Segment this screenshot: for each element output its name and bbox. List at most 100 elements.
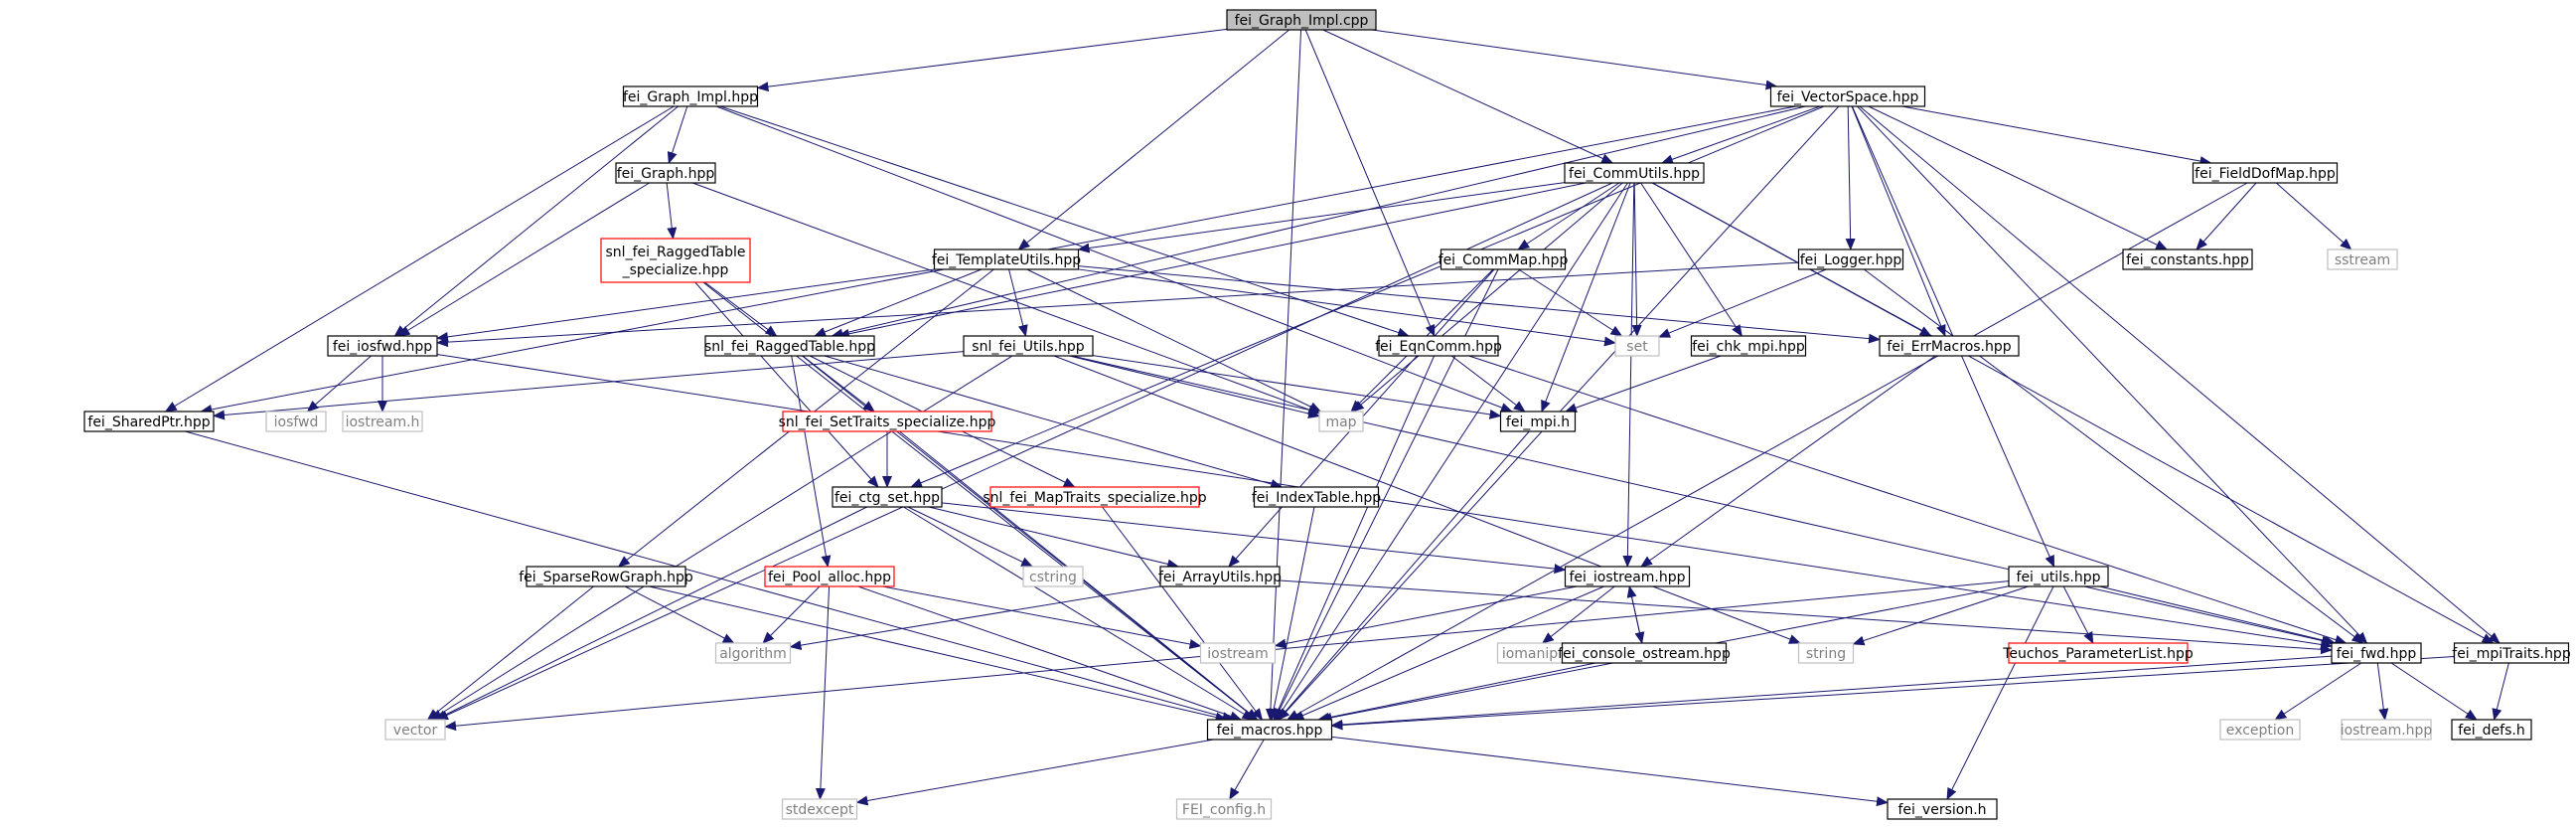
node-set[interactable]: set (1614, 335, 1660, 357)
node-box (1561, 642, 1728, 664)
node-box (2219, 719, 2301, 741)
node-iosfwd_hpp[interactable]: fei_iosfwd.hpp (327, 335, 438, 357)
node-vector[interactable]: vector (384, 719, 446, 741)
node-box (1318, 411, 1364, 432)
node-pool_alloc[interactable]: fei_Pool_alloc.hpp (764, 566, 895, 587)
node-label: snl_fei_Utils.hpp (972, 339, 1085, 355)
node-constants[interactable]: fei_constants.hpp (2122, 248, 2253, 270)
node-settraits[interactable]: snl_fei_SetTraits_specialize.hpp (779, 411, 996, 432)
edge-iostream_hpp-to-iostream (1274, 585, 1578, 649)
node-console_ostream[interactable]: fei_console_ostream.hpp (1558, 642, 1731, 664)
edge-ctg_set-to-macros (903, 506, 1255, 721)
node-box (2341, 719, 2432, 741)
node-label: fei_SparseRowGraph.hpp (519, 570, 693, 585)
node-maptraits[interactable]: snl_fei_MapTraits_specialize.hpp (983, 486, 1207, 508)
node-mpitraits[interactable]: fei_mpiTraits.hpp (2452, 642, 2571, 664)
node-snl_ragged[interactable]: snl_fei_RaggedTable.hpp (704, 335, 875, 357)
edge-commutils-to-snl_ragged (836, 182, 1587, 339)
node-graph_impl_hpp[interactable]: fei_Graph_Impl.hpp (622, 85, 758, 107)
node-ctg_set[interactable]: fei_ctg_set.hpp (832, 486, 943, 508)
node-fielddofmap[interactable]: fei_FieldDofMap.hpp (2192, 162, 2339, 184)
node-box (327, 335, 438, 357)
node-label: iostream (1207, 646, 1269, 662)
node-arrayutils[interactable]: fei_ArrayUtils.hpp (1158, 566, 1282, 587)
node-errmacros[interactable]: fei_ErrMacros.hpp (1879, 335, 2020, 357)
node-eqncomm[interactable]: fei_EqnComm.hpp (1375, 335, 1502, 357)
node-label: fei_ArrayUtils.hpp (1158, 570, 1282, 585)
node-stdexcept[interactable]: stdexcept (781, 798, 858, 820)
node-sstream[interactable]: sstream (2327, 248, 2398, 270)
node-label: algorithm (719, 646, 787, 662)
node-label: iostream.h (346, 414, 420, 430)
node-iomanip[interactable]: iomanip (1496, 642, 1564, 664)
edge-pool_alloc-to-stdexcept (815, 585, 831, 800)
node-iostream[interactable]: iostream (1199, 642, 1277, 664)
node-commmap[interactable]: fei_CommMap.hpp (1439, 248, 1569, 270)
edge-logger-to-set (1658, 268, 1827, 338)
edge-utils-to-fwd (2099, 585, 2337, 646)
node-snl_ragged_spec[interactable]: snl_fei_RaggedTable_specialize.hpp (600, 238, 751, 283)
node-version[interactable]: fei_version.h (1887, 798, 1998, 820)
node-macros[interactable]: fei_macros.hpp (1206, 719, 1333, 741)
edge-templateutils-to-iosfwd_hpp (436, 268, 935, 342)
edge-snl_utils-to-sharedptr (213, 351, 965, 420)
edge-utils-to-version (1946, 585, 2054, 800)
edge-iostream_hpp-to-macros (1291, 585, 1604, 721)
node-chk_mpi[interactable]: fei_chk_mpi.hpp (1690, 335, 1807, 357)
node-box (1022, 566, 1084, 587)
node-sharedptr[interactable]: fei_SharedPtr.hpp (83, 411, 215, 432)
edge-root-to-commutils (1322, 29, 1614, 164)
node-teuchos[interactable]: Teuchos_ParameterList.hpp (2002, 642, 2194, 664)
node-label: fei_Graph.hpp (617, 166, 715, 182)
node-label: fei_Logger.hpp (1800, 252, 1902, 268)
node-defs[interactable]: fei_defs.h (2451, 719, 2532, 741)
node-iostream_hpp2[interactable]: iostream.hpp (2341, 719, 2433, 741)
node-snl_utils[interactable]: snl_fei_Utils.hpp (963, 335, 1094, 357)
edge-fwd-to-defs (2390, 662, 2478, 721)
node-box (1199, 642, 1277, 664)
node-iostream_hpp[interactable]: fei_iostream.hpp (1564, 566, 1691, 587)
node-templateutils[interactable]: fei_TemplateUtils.hpp (932, 248, 1081, 270)
node-iosfwd[interactable]: iosfwd (265, 411, 327, 432)
node-graph_hpp[interactable]: fei_Graph.hpp (615, 162, 716, 184)
node-label: Teuchos_ParameterList.hpp (2002, 646, 2194, 662)
edge-snl_utils-to-map (1069, 355, 1320, 418)
node-fei_config[interactable]: FEI_config.h (1175, 798, 1273, 820)
node-box (2451, 719, 2532, 741)
node-box (1440, 248, 1567, 270)
node-logger[interactable]: fei_Logger.hpp (1797, 248, 1904, 270)
node-mpi_h[interactable]: fei_mpi.h (1499, 411, 1577, 432)
edge-vectorspace-to-constants (1868, 105, 2169, 250)
node-cstring[interactable]: cstring (1022, 566, 1084, 587)
node-exception[interactable]: exception (2219, 719, 2301, 741)
node-box (714, 642, 792, 664)
node-algorithm[interactable]: algorithm (714, 642, 792, 664)
edge-arrayutils-to-algorithm (789, 585, 1161, 651)
edge-eqncomm-to-macros (1273, 355, 1436, 721)
node-commutils[interactable]: fei_CommUtils.hpp (1564, 162, 1705, 184)
node-root[interactable]: fei_Graph_Impl.cpp (1226, 9, 1377, 31)
node-indextable[interactable]: fei_IndexTable.hpp (1252, 486, 1381, 508)
node-box (265, 411, 327, 432)
node-map[interactable]: map (1318, 411, 1364, 432)
node-label: fei_Pool_alloc.hpp (768, 570, 891, 585)
node-utils[interactable]: fei_utils.hpp (2008, 566, 2109, 587)
node-box (615, 162, 716, 184)
node-box (2008, 642, 2189, 664)
edge-macros-to-fei_config (1229, 739, 1265, 800)
edge-console_ostream-to-macros (1316, 662, 1596, 723)
edge-commutils-to-mpi_h (1541, 182, 1631, 413)
node-vectorspace[interactable]: fei_VectorSpace.hpp (1769, 85, 1926, 107)
node-label: fei_chk_mpi.hpp (1692, 339, 1805, 355)
node-sparserowgraph[interactable]: fei_SparseRowGraph.hpp (519, 566, 693, 587)
edge-commutils-to-map (1352, 182, 1623, 413)
edge-macros-to-version (1331, 736, 1889, 807)
node-iostream_h[interactable]: iostream.h (342, 411, 423, 432)
edge-templateutils-to-snl_ragged (814, 268, 983, 337)
edge-sharedptr-to-macros (185, 430, 1235, 722)
node-box (933, 248, 1080, 270)
node-string[interactable]: string (1797, 642, 1855, 664)
node-fwd[interactable]: fei_fwd.hpp (2331, 642, 2422, 664)
edge-commutils-to-mpitraits (1652, 182, 2495, 644)
